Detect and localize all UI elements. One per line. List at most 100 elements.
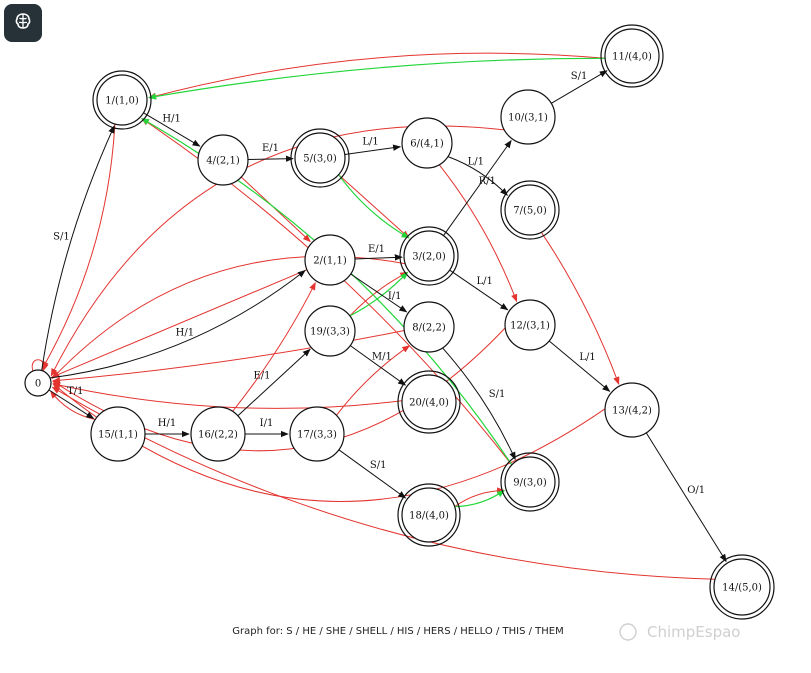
watermark: ChimpEspao <box>619 623 740 641</box>
state-node-4: 4/(2,1) <box>197 134 249 186</box>
state-circle-16 <box>190 406 246 462</box>
state-circle-17 <box>289 406 345 462</box>
app-menu-button[interactable] <box>4 4 42 42</box>
accepting-ring-1 <box>92 70 152 130</box>
state-node-8: 8/(2,2) <box>403 301 455 353</box>
state-label-7: 7/(5,0) <box>513 206 547 217</box>
state-circle-9 <box>504 456 556 508</box>
state-label-4: 4/(2,1) <box>206 156 240 167</box>
goto-edge-1-4 <box>143 112 201 147</box>
edge-label-1-4: H/1 <box>162 114 180 125</box>
edge-label-2-8: I/1 <box>388 291 402 302</box>
state-label-10: 10/(3,1) <box>508 113 548 124</box>
state-circle-7 <box>504 184 556 236</box>
state-node-15: 15/(1,1) <box>90 406 146 462</box>
edge-label-16-19: E/1 <box>253 371 270 382</box>
state-label-8: 8/(2,2) <box>412 323 446 334</box>
state-node-17: 17/(3,3) <box>289 406 345 462</box>
graph-caption: Graph for: S / HE / SHE / SHELL / HIS / … <box>232 626 563 637</box>
edge-label-4-5: E/1 <box>262 143 279 154</box>
goto-edge-0-2 <box>49 270 306 379</box>
state-label-0: 0 <box>35 379 41 390</box>
goto-edge-16-19 <box>237 348 311 417</box>
failure-edges <box>31 52 716 580</box>
state-circle-6 <box>401 117 453 169</box>
state-circle-1 <box>96 74 148 126</box>
state-label-5: 5/(3,0) <box>303 154 337 165</box>
output-edge-19-3 <box>349 271 409 317</box>
state-circle-14 <box>713 558 771 616</box>
failure-edge-11-1 <box>148 52 606 99</box>
accepting-ring-18 <box>397 483 461 547</box>
state-label-17: 17/(3,3) <box>297 430 337 441</box>
state-node-16: 16/(2,2) <box>190 406 246 462</box>
state-circle-11 <box>604 28 660 84</box>
accepting-ring-3 <box>399 226 459 286</box>
state-label-19: 19/(3,3) <box>310 327 350 338</box>
edge-label-5-6: L/1 <box>362 137 378 148</box>
goto-edge-12-13 <box>548 340 611 392</box>
accepting-ring-14 <box>709 554 775 620</box>
accepting-ring-20 <box>397 370 461 434</box>
wechat-icon <box>619 623 637 641</box>
goto-edge-3-12 <box>449 269 509 311</box>
state-node-9: 9/(3,0) <box>500 452 560 512</box>
state-node-18: 18/(4,0) <box>397 483 461 547</box>
edge-label-10-11: S/1 <box>571 71 588 82</box>
state-label-12: 12/(3,1) <box>510 321 550 332</box>
output-edge-5-3 <box>338 174 410 239</box>
state-node-14: 14/(5,0) <box>709 554 775 620</box>
goto-edge-2-3 <box>354 254 403 261</box>
failure-edge-17-8 <box>336 345 411 416</box>
state-node-2: 2/(1,1) <box>304 234 356 286</box>
output-edge-18-9 <box>454 489 505 508</box>
state-circle-8 <box>403 301 455 353</box>
state-circle-12 <box>504 299 556 351</box>
state-node-0: 0 <box>24 369 52 397</box>
state-circle-19 <box>304 305 356 357</box>
state-node-6: 6/(4,1) <box>401 117 453 169</box>
state-label-2: 2/(1,1) <box>313 256 347 267</box>
edge-label-3-12: L/1 <box>477 276 493 287</box>
edge-label-2-3: E/1 <box>368 244 385 255</box>
edge-label-8-9: S/1 <box>489 389 506 400</box>
state-node-12: 12/(3,1) <box>504 299 556 351</box>
state-label-3: 3/(2,0) <box>412 252 446 263</box>
state-circle-5 <box>294 132 346 184</box>
edge-label-6-7: L/1 <box>468 157 484 168</box>
edge-label-3-10: R/1 <box>479 176 496 187</box>
state-label-14: 14/(5,0) <box>722 583 762 594</box>
goto-edge-3-10 <box>443 139 512 236</box>
edge-label-15-16: H/1 <box>158 418 176 429</box>
state-circle-10 <box>500 89 556 145</box>
failure-edge-20-0 <box>52 382 403 409</box>
state-circle-15 <box>90 406 146 462</box>
state-circle-4 <box>197 134 249 186</box>
state-node-10: 10/(3,1) <box>500 89 556 145</box>
state-label-1: 1/(1,0) <box>105 96 139 107</box>
state-label-20: 20/(4,0) <box>409 398 449 409</box>
goto-edge-5-6 <box>344 144 402 155</box>
failure-edge-1-0 <box>41 123 116 370</box>
goto-edge-6-7 <box>447 156 508 196</box>
edge-label-12-13: L/1 <box>579 352 595 363</box>
failure-edge-5-3 <box>338 174 410 239</box>
state-node-13: 13/(4,2) <box>604 382 660 438</box>
goto-edge-0-15 <box>48 389 95 419</box>
state-node-5: 5/(3,0) <box>290 128 350 188</box>
accepting-ring-9 <box>500 452 560 512</box>
state-label-6: 6/(4,1) <box>410 139 444 150</box>
goto-edges <box>41 70 727 563</box>
brain-icon <box>13 11 33 35</box>
accepting-ring-7 <box>500 180 560 240</box>
state-label-9: 9/(3,0) <box>513 478 547 489</box>
state-label-16: 16/(2,2) <box>198 430 238 441</box>
state-circle-18 <box>401 487 457 543</box>
failure-edge-16-2 <box>232 281 316 412</box>
state-node-20: 20/(4,0) <box>397 370 461 434</box>
accepting-ring-11 <box>600 24 664 88</box>
watermark-text: ChimpEspao <box>647 623 740 641</box>
state-node-19: 19/(3,3) <box>304 305 356 357</box>
state-node-7: 7/(5,0) <box>500 180 560 240</box>
